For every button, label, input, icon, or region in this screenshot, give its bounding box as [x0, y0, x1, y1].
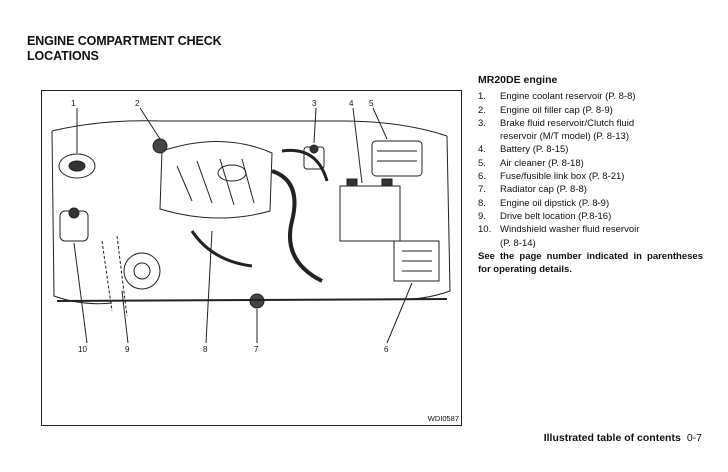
callout-1: 1 — [71, 99, 76, 108]
engine-heading: MR20DE engine — [478, 74, 558, 86]
page-reference-note: See the page number indicated in parenth… — [478, 250, 703, 276]
engine-legend: MR20DE engine 1.Engine coolant reservoir… — [478, 74, 703, 276]
page-footer: Illustrated table of contents 0-7 — [544, 432, 702, 444]
list-item: 8.Engine oil dipstick (P. 8-9) — [478, 197, 610, 209]
callout-6: 6 — [384, 345, 389, 354]
callout-10: 10 — [78, 345, 87, 354]
list-item: 5.Air cleaner (P. 8-18) — [478, 157, 584, 169]
footer-section-title: Illustrated table of contents — [543, 432, 681, 444]
list-item: 7.Radiator cap (P. 8-8) — [478, 184, 587, 196]
callout-3: 3 — [312, 99, 317, 108]
callout-2: 2 — [135, 99, 140, 108]
list-item: 1.Engine coolant reservoir (P. 8-8) — [478, 91, 636, 103]
page-title-line-2: LOCATIONS — [27, 49, 99, 63]
list-item: 10.Windshield washer fluid reservoir — [478, 224, 640, 236]
callout-8: 8 — [203, 345, 208, 354]
list-item: 4.Battery (P. 8-15) — [478, 144, 569, 156]
page-title: ENGINE COMPARTMENT CHECK LOCATIONS — [27, 34, 222, 64]
callout-7: 7 — [254, 345, 259, 354]
page-title-line-1: ENGINE COMPARTMENT CHECK — [27, 34, 222, 48]
list-item: 9.Drive belt location (P.8-16) — [478, 210, 612, 222]
engine-drawing — [51, 107, 451, 344]
list-item: 3.Brake fluid reservoir/Clutch fluid — [478, 117, 635, 129]
figure-code: WDI0587 — [427, 414, 459, 423]
callout-9: 9 — [125, 345, 130, 354]
callout-5: 5 — [369, 99, 374, 108]
list-item-continuation: (P. 8-14) — [500, 237, 536, 249]
page-number: 0-7 — [686, 432, 702, 444]
list-item: 6.Fuse/fusible link box (P. 8-21) — [478, 171, 625, 183]
list-item-continuation: reservoir (M/T model) (P. 8-13) — [500, 131, 629, 143]
list-item: 2.Engine oil filler cap (P. 8-9) — [478, 104, 613, 116]
callout-4: 4 — [349, 99, 354, 108]
legend-list: 1.Engine coolant reservoir (P. 8-8) 2.En… — [478, 90, 703, 250]
engine-compartment-illustration: 1 2 3 4 5 10 9 8 7 6 WDI0587 — [41, 90, 462, 426]
